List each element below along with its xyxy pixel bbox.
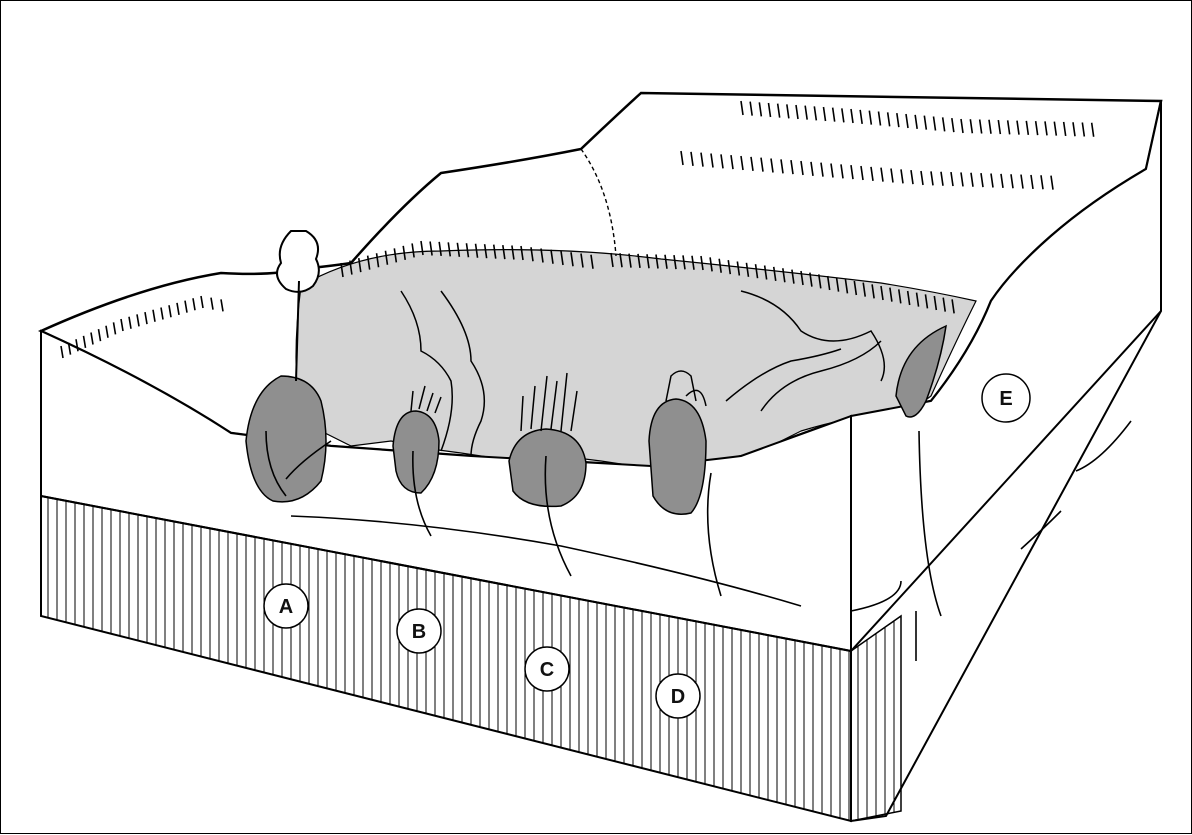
svg-text:E: E <box>999 388 1012 410</box>
mound-d <box>649 399 706 514</box>
label-b: B <box>397 609 441 653</box>
mound-c <box>509 429 586 506</box>
label-e: E <box>982 374 1030 422</box>
svg-text:D: D <box>671 686 685 708</box>
svg-text:A: A <box>279 596 293 618</box>
svg-text:B: B <box>412 621 426 643</box>
label-c: C <box>525 647 569 691</box>
bedrock-right <box>851 616 901 821</box>
svg-text:C: C <box>540 659 554 681</box>
label-d: D <box>656 674 700 718</box>
label-a: A <box>264 584 308 628</box>
